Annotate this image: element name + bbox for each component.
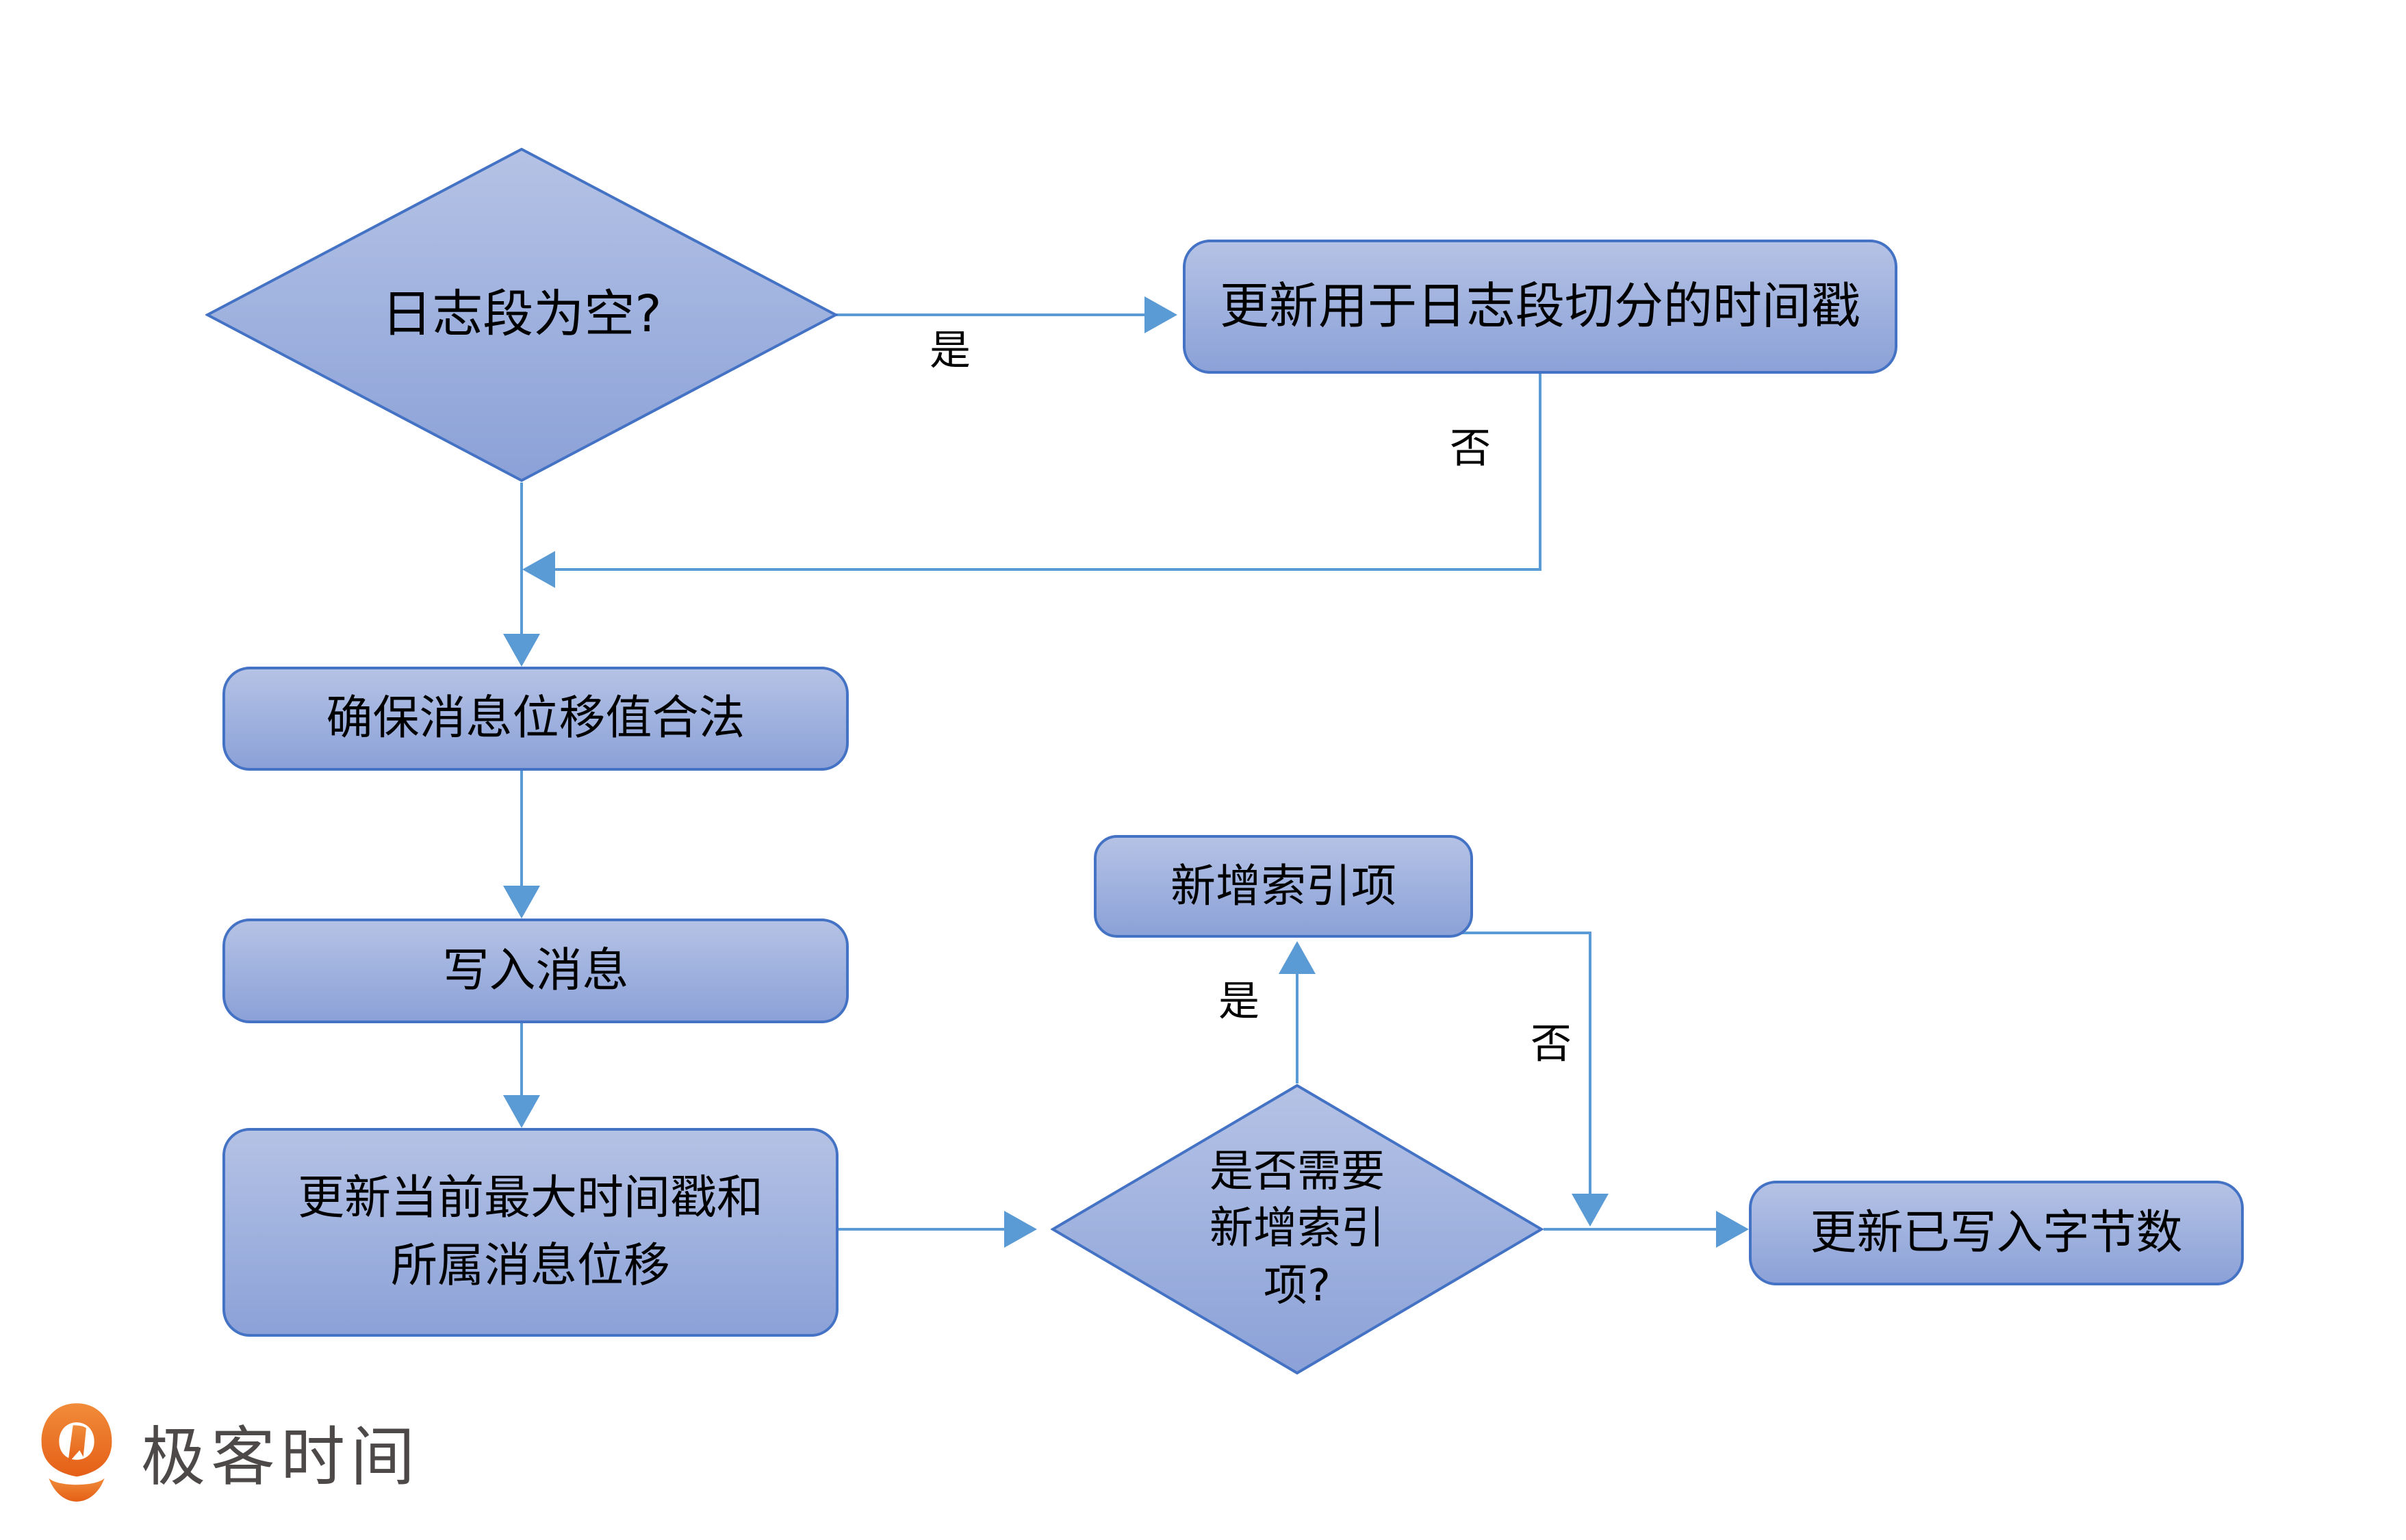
process-update-bytes-written: 更新已写入字节数	[1749, 1181, 2244, 1285]
decision-label-line2: 新增索引	[1210, 1203, 1385, 1255]
process-label: 更新已写入字节数	[1810, 1205, 2183, 1260]
diamond-shape	[205, 147, 838, 483]
geektime-logo: 极客时间	[38, 1400, 420, 1503]
process-add-index-entry: 新增索引项	[1094, 835, 1473, 938]
process-label: 写入消息	[442, 943, 629, 998]
geektime-logo-icon	[41, 1403, 112, 1502]
geektime-logo-text: 极客时间	[141, 1420, 421, 1495]
arrow-diamond-down-to-ensure-offset	[503, 483, 540, 667]
process-label: 确保消息位移值合法	[326, 691, 745, 746]
arrow-yes-to-update-roll-timestamp	[835, 296, 1177, 333]
process-update-roll-timestamp: 更新用于日志段切分的时间戳	[1183, 240, 1897, 374]
decision-log-segment-empty: 日志段为空?	[205, 147, 838, 483]
process-label: 更新当前最大时间戳和 所属消息位移	[298, 1165, 763, 1300]
decision-need-new-index-entry: 是否需要 新增索引 项?	[1051, 1083, 1544, 1375]
decision-label-line1: 是否需要	[1210, 1146, 1385, 1198]
edge-label-no-2: 否	[1531, 1020, 1572, 1068]
process-label-line1: 更新当前最大时间戳和	[297, 1170, 763, 1225]
process-ensure-offset-valid: 确保消息位移值合法	[222, 667, 849, 771]
edge-label-yes-2: 是	[1218, 977, 1259, 1026]
arrow-ensure-offset-to-append	[503, 771, 540, 919]
arrow-append-to-update-max-timestamp	[503, 1023, 540, 1128]
decision-label: 日志段为空?	[381, 285, 662, 344]
arrow-decision-to-update-bytes	[1544, 1211, 1749, 1248]
arrow-no-elbow-back-to-main-flow	[522, 373, 1541, 588]
edge-label-no-1: 否	[1450, 424, 1491, 473]
decision-label-line3: 项?	[1264, 1260, 1331, 1311]
process-update-max-timestamp: 更新当前最大时间戳和 所属消息位移	[222, 1128, 839, 1337]
decision-label: 是否需要 新增索引 项?	[1210, 1144, 1385, 1315]
edge-label-yes-1: 是	[930, 326, 971, 375]
arrow-update-max-timestamp-to-decision	[839, 1211, 1037, 1248]
process-label: 新增索引项	[1170, 860, 1396, 913]
process-label-line2: 所属消息位移	[390, 1238, 670, 1293]
arrow-yes-to-add-index-entry	[1279, 941, 1316, 1083]
process-label: 更新用于日志段切分的时间戳	[1219, 277, 1860, 335]
diamond-shape	[1051, 1083, 1544, 1375]
process-append-messages: 写入消息	[222, 919, 849, 1023]
